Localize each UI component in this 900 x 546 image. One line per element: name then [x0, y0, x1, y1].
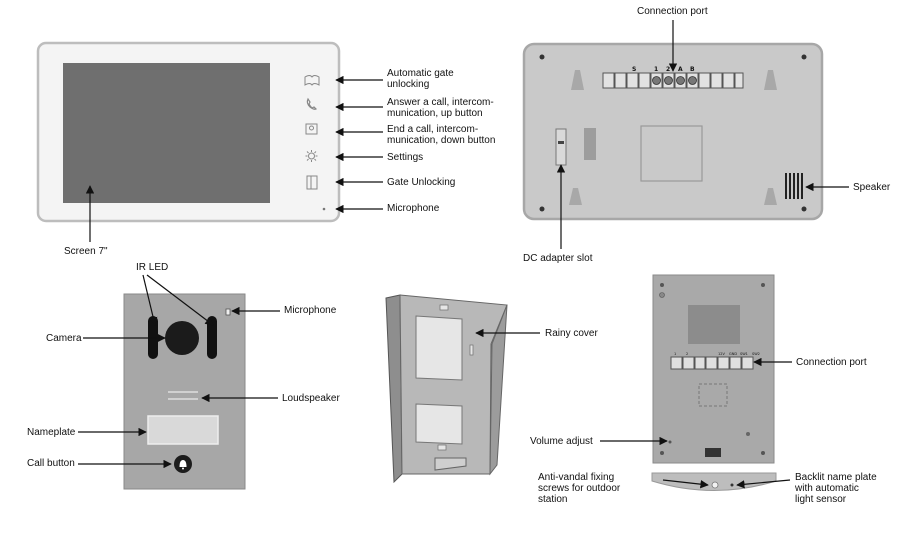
label-camera: Camera [46, 333, 82, 344]
label-call-button: Call button [27, 458, 75, 469]
outdoor-station [123, 293, 246, 490]
dc-adapter-slot [555, 128, 567, 166]
label-backlit-line3: light sensor [795, 494, 847, 505]
label-answer-call-line2: munication, up button [387, 108, 483, 119]
label-anti-vandal-line1: Anti-vandal fixing [538, 472, 615, 483]
terminal-label-1: 1 [654, 66, 658, 73]
bottom-terminal-label-1: 1 [674, 352, 676, 356]
label-rainy-cover: Rainy cover [545, 328, 598, 339]
door-icon [306, 175, 318, 190]
label-automatic-gate-line2: unlocking [387, 79, 430, 90]
bottom-terminal-label-gnd: GND [729, 352, 737, 356]
bottom-terminal-label-sw2: SW2 [752, 352, 760, 356]
label-microphone-monitor: Microphone [387, 203, 440, 214]
label-anti-vandal-line2: screws for outdoor [538, 483, 621, 494]
rainy-cover [385, 294, 508, 484]
label-settings: Settings [387, 152, 424, 163]
label-end-call-line2: munication, down button [387, 135, 496, 146]
label-speaker: Speaker [853, 182, 891, 193]
label-screen: Screen 7" [64, 246, 108, 257]
indoor-monitor-back [522, 42, 824, 221]
label-gate-unlocking: Gate Unlocking [387, 177, 456, 188]
phone-icon [306, 97, 318, 110]
monitor-screen [63, 63, 270, 203]
monitor-microphone-hole [322, 207, 326, 211]
label-loudspeaker: Loudspeaker [282, 393, 340, 404]
terminal-label-b: B [690, 66, 695, 73]
bottom-terminal-label-12v: 12V [718, 352, 725, 356]
label-answer-call: Answer a call, intercom- munication, up … [387, 97, 494, 119]
label-backlit-line1: Backlit name plate [795, 472, 877, 483]
label-ir-led: IR LED [136, 262, 169, 273]
intercom-icon [305, 123, 318, 135]
bottom-terminal-label-sw1: SW1 [740, 352, 748, 356]
bottom-terminal-label-2: 2 [686, 352, 688, 356]
label-anti-vandal: Anti-vandal fixing screws for outdoor st… [538, 472, 620, 505]
label-connection-port-bottom: Connection port [796, 357, 867, 368]
fixing-strip [651, 472, 777, 491]
label-anti-vandal-line3: station [538, 494, 568, 505]
label-answer-call-line1: Answer a call, intercom- [387, 97, 494, 108]
label-microphone-outdoor: Microphone [284, 305, 337, 316]
terminal-label-s: S [632, 66, 636, 73]
label-backlit: Backlit name plate with automatic light … [795, 472, 877, 505]
label-connection-port-top: Connection port [637, 6, 708, 17]
book-icon [304, 75, 320, 86]
nameplate-window [147, 415, 219, 445]
label-end-call-line1: End a call, intercom- [387, 124, 479, 135]
back-terminal-block [602, 72, 744, 89]
speaker-grille [785, 173, 803, 199]
label-end-call: End a call, intercom- munication, down b… [387, 124, 495, 146]
label-nameplate: Nameplate [27, 427, 76, 438]
label-backlit-line2: with automatic [795, 483, 859, 494]
terminal-label-2: 2 [666, 66, 670, 73]
label-automatic-gate: Automatic gate unlocking [387, 68, 454, 90]
bottom-terminal-block [670, 356, 754, 370]
indoor-monitor-front [36, 41, 341, 223]
outdoor-station-back [652, 274, 775, 464]
label-dc-adapter: DC adapter slot [523, 253, 593, 264]
label-automatic-gate-line1: Automatic gate [387, 68, 454, 79]
gear-icon [305, 150, 318, 162]
label-volume-adjust: Volume adjust [530, 436, 593, 447]
camera-lens [165, 321, 199, 355]
terminal-label-a: A [678, 66, 683, 73]
